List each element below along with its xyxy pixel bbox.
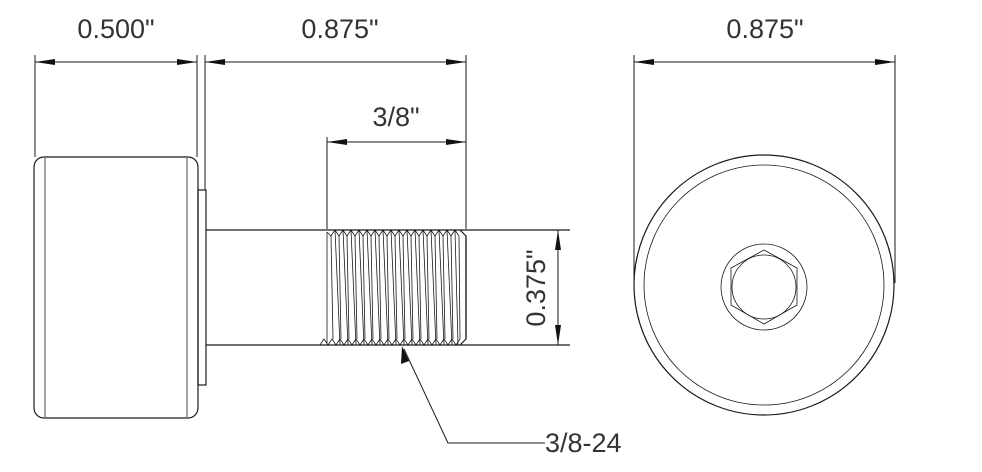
side-view	[33, 156, 570, 419]
hex-socket-icon	[730, 249, 798, 325]
roller-body	[33, 156, 199, 419]
dimension-roller-diameter: 0.875"	[633, 14, 896, 283]
dim-label-roller-width: 0.500"	[77, 14, 154, 44]
dimension-stud-diameter: 0.375"	[521, 230, 561, 345]
dimension-stud-length: 0.875"	[204, 14, 467, 229]
thread-callout: 3/8-24	[401, 346, 622, 458]
stud-end-chamfer	[459, 229, 467, 346]
thread-region	[319, 229, 461, 346]
flange	[197, 189, 207, 386]
end-view	[633, 154, 895, 416]
dimension-thread-length: 3/8"	[326, 102, 466, 229]
thread-spec-label: 3/8-24	[545, 428, 622, 458]
dim-label-roller-diameter: 0.875"	[726, 14, 803, 44]
roller-outer-circle	[633, 154, 895, 416]
dim-label-thread-length: 3/8"	[372, 102, 419, 132]
stud-circle	[720, 243, 808, 331]
roller-inner-circle	[643, 164, 885, 406]
dim-label-stud-diameter: 0.375"	[521, 249, 551, 326]
dim-label-stud-length: 0.875"	[301, 14, 378, 44]
dimension-roller-width: 0.500"	[34, 14, 198, 157]
hex-socket-inner	[731, 254, 797, 320]
